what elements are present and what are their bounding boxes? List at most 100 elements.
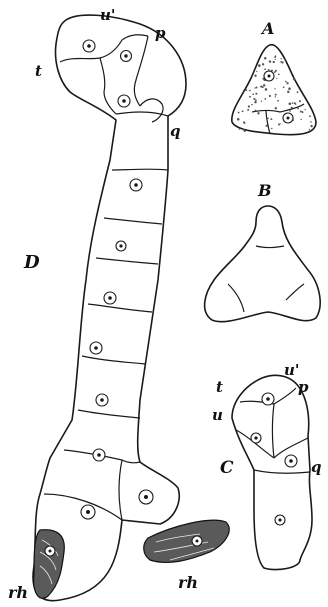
granule — [269, 60, 271, 62]
granule — [264, 58, 265, 59]
label-u-prime-main: u' — [100, 6, 116, 24]
granule — [261, 101, 262, 102]
nucleus-7 — [90, 342, 102, 354]
label-q-c: q — [311, 458, 322, 476]
granule — [309, 115, 311, 117]
granule — [297, 108, 299, 110]
apical-wall-inner — [100, 58, 116, 114]
spore-a-granules — [237, 55, 313, 132]
spore-a-nucleus-2 — [283, 113, 293, 123]
label-u-prime-c: u' — [284, 361, 300, 379]
granule — [262, 63, 264, 65]
prothallium-c-nucleus-4 — [275, 515, 285, 525]
nucleus-9 — [93, 449, 105, 461]
granule — [279, 123, 280, 124]
granule — [309, 129, 310, 130]
granule — [244, 122, 246, 124]
nucleus-10 — [81, 505, 95, 519]
granule — [242, 110, 244, 112]
wall-8 — [119, 460, 122, 520]
granule — [254, 75, 256, 77]
granule — [300, 119, 301, 120]
granule — [247, 109, 249, 111]
granule — [302, 111, 304, 113]
granule — [264, 98, 266, 100]
wall-4 — [88, 304, 152, 312]
filament-d-outline — [33, 15, 186, 601]
spore-a-wall-2 — [266, 110, 270, 134]
label-q-main: q — [170, 122, 181, 140]
wall-5 — [82, 356, 146, 364]
granule — [299, 100, 301, 102]
granule — [264, 68, 266, 70]
spore-b-wall-2 — [228, 284, 244, 312]
granule — [275, 59, 276, 60]
wall-3 — [96, 258, 158, 264]
label-a: A — [260, 19, 274, 38]
nucleus-1 — [83, 40, 95, 52]
granule — [256, 71, 257, 72]
nucleus-11 — [139, 490, 153, 504]
spore-a-nucleus-1 — [264, 71, 274, 81]
granule — [275, 94, 277, 96]
granule — [255, 93, 257, 95]
granule — [271, 128, 272, 129]
granule — [294, 102, 296, 104]
granule — [260, 86, 262, 88]
granule — [249, 90, 251, 92]
label-p-main: p — [155, 24, 166, 42]
granule — [293, 78, 296, 81]
granule — [304, 109, 305, 110]
granule — [255, 99, 257, 101]
spore-b-wall-1 — [256, 246, 284, 248]
label-u-c: u — [212, 406, 223, 424]
granule — [285, 81, 287, 83]
granule — [248, 105, 250, 107]
spore-a-outline — [232, 45, 316, 135]
wall-2 — [104, 218, 162, 224]
label-p-c: p — [298, 378, 309, 396]
granule — [278, 73, 280, 75]
granule — [237, 118, 240, 121]
granule — [254, 101, 256, 103]
nucleus-5 — [116, 241, 126, 251]
granule — [275, 107, 277, 109]
granule — [258, 64, 261, 67]
spore-a — [232, 45, 316, 135]
granule — [300, 111, 302, 113]
granule — [239, 128, 241, 130]
granule — [255, 110, 257, 112]
granule — [310, 121, 311, 122]
granule — [274, 56, 276, 58]
label-c: C — [220, 458, 234, 478]
granule — [276, 78, 277, 79]
wall-6 — [78, 410, 140, 418]
nucleus-6 — [104, 292, 116, 304]
granule — [253, 98, 255, 100]
granule — [267, 118, 268, 119]
granule — [257, 112, 259, 114]
prothallium-c-nucleus-3 — [285, 455, 297, 467]
granule — [284, 59, 285, 60]
label-rh-right: rh — [178, 573, 198, 592]
granule — [273, 61, 275, 63]
granule — [256, 87, 258, 89]
granule — [249, 96, 251, 98]
nucleus-3 — [118, 95, 130, 107]
granule — [291, 107, 293, 109]
granule — [263, 84, 265, 86]
prothallium-c-nucleus-2 — [251, 433, 261, 443]
label-rh-left: rh — [8, 583, 28, 602]
granule — [274, 88, 275, 89]
granule — [265, 88, 268, 91]
granule — [288, 87, 291, 90]
granule — [280, 61, 282, 63]
nucleus-4 — [130, 179, 142, 191]
label-d: D — [23, 252, 40, 273]
granule — [254, 87, 255, 88]
granule — [269, 95, 271, 97]
granule — [270, 118, 272, 120]
label-b: B — [257, 181, 272, 200]
granule — [277, 100, 279, 102]
granule — [280, 58, 281, 59]
